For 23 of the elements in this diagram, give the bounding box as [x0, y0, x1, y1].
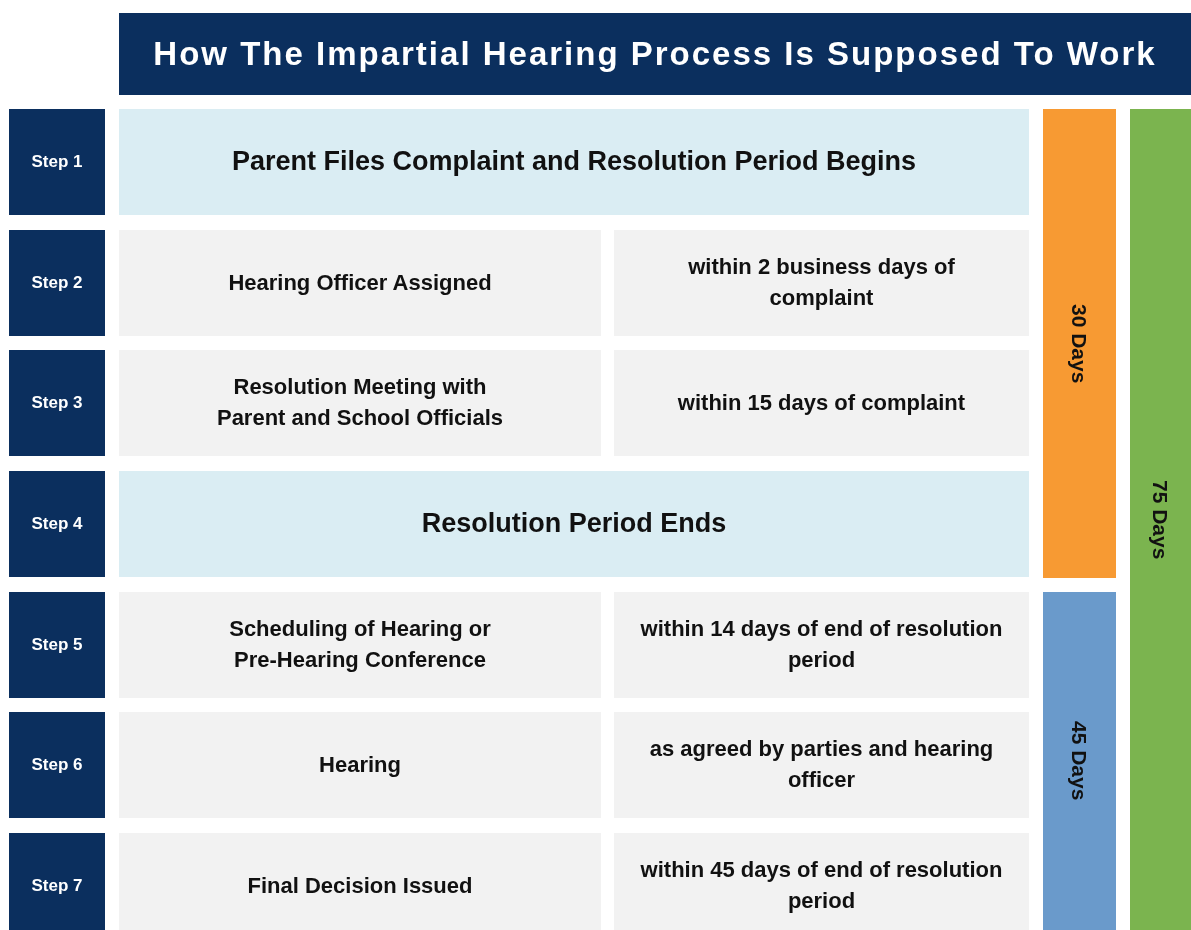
title-banner: How The Impartial Hearing Process Is Supposed To Work — [119, 13, 1191, 95]
time-limit: as agreed by parties and hearing officer — [614, 712, 1029, 818]
step-label: Step 1 — [9, 109, 105, 215]
step-label: Step 4 — [9, 471, 105, 577]
step-description: Resolution Meeting with Parent and School Officials — [119, 350, 601, 456]
duration-bar: 45 Days — [1043, 592, 1116, 930]
step-description: Final Decision Issued — [119, 833, 601, 930]
step-label: Step 3 — [9, 350, 105, 456]
step-label: Step 6 — [9, 712, 105, 818]
step-label: Step 5 — [9, 592, 105, 698]
time-limit: within 2 business days of complaint — [614, 230, 1029, 336]
time-limit: within 15 days of complaint — [614, 350, 1029, 456]
step-label: Step 7 — [9, 833, 105, 930]
step-label: Step 2 — [9, 230, 105, 336]
step-description: Parent Files Complaint and Resolution Period Begins — [119, 109, 1029, 215]
duration-bar: 30 Days — [1043, 109, 1116, 578]
time-limit: within 14 days of end of resolution period — [614, 592, 1029, 698]
time-limit: within 45 days of end of resolution period — [614, 833, 1029, 930]
step-description: Scheduling of Hearing or Pre-Hearing Conference — [119, 592, 601, 698]
step-description: Hearing — [119, 712, 601, 818]
duration-bar: 75 Days — [1130, 109, 1191, 930]
step-description: Hearing Officer Assigned — [119, 230, 601, 336]
step-description: Resolution Period Ends — [119, 471, 1029, 577]
